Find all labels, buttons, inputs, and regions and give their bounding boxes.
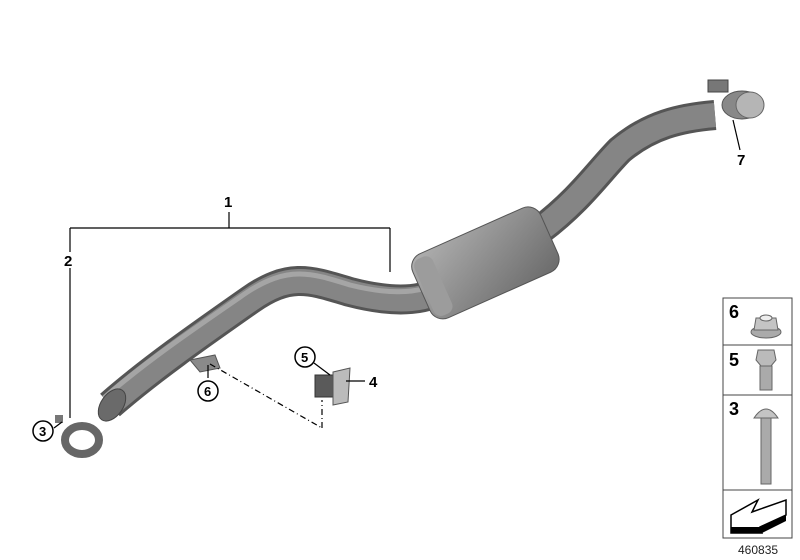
front-arrow-icon [730,498,787,534]
reference-number: 460835 [738,543,778,557]
hanger-bracket[interactable] [189,354,221,373]
callout-5: 5 [301,350,308,365]
clamp-left[interactable] [55,415,103,458]
rubber-mount[interactable] [314,367,351,406]
parts-legend: 6 5 3 [722,297,793,539]
hex-bolt-icon [755,349,777,391]
legend-number-6: 6 [729,302,739,322]
center-muffler[interactable] [407,202,563,323]
exhaust-pipe[interactable] [93,100,717,426]
flange-nut-icon [750,314,782,339]
legend-number-5: 5 [729,350,739,370]
callout-1: 1 [224,194,232,211]
callout-4: 4 [369,374,378,391]
callout-circle-6 [197,380,219,402]
carriage-bolt-icon [753,408,779,485]
legend-number-3: 3 [729,399,739,419]
callout-2: 2 [64,253,72,270]
callout-6: 6 [204,384,211,399]
leader-lines [53,119,741,429]
callout-circle-3 [32,420,54,442]
callout-3: 3 [39,424,46,439]
callout-circle-5 [294,346,316,368]
callout-7: 7 [737,152,745,169]
clamp-right[interactable] [707,79,765,120]
